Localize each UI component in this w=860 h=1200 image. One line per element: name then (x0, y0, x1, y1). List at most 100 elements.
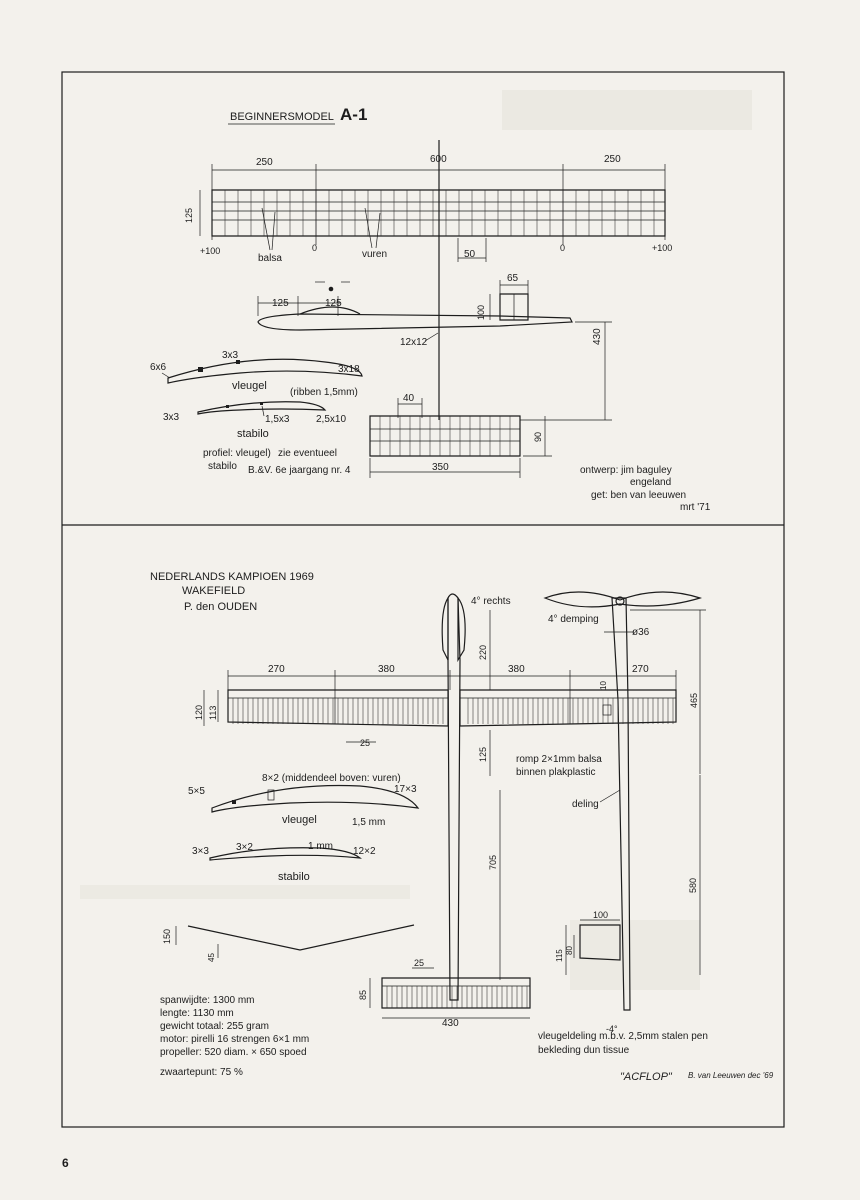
spec-label: motor (160, 1034, 186, 1045)
note-stabilo: stabilo (208, 461, 237, 472)
dim-wf-465: 465 (689, 693, 699, 708)
spec-value: : pirelli 16 strengen 6×1 mm (186, 1034, 310, 1045)
svg-text:motor: pirelli 16 strengen 6×1: motor: pirelli 16 strengen 6×1 mm (160, 1034, 309, 1045)
dim-zero-left: 0 (312, 243, 317, 253)
label-3x18: 3x18 (338, 364, 360, 375)
dim-wf-380a: 380 (378, 664, 395, 675)
dim-wf-45: 45 (207, 953, 216, 962)
spec-label: gewicht totaal (160, 1021, 221, 1032)
dim-fus-430: 430 (592, 328, 603, 345)
dim-wf-270b: 270 (632, 664, 649, 675)
a1-wing-mount (299, 306, 361, 315)
dim-zero-right: 0 (560, 243, 565, 253)
wf-fin (579, 924, 621, 961)
wakefield-title2: WAKEFIELD (182, 585, 245, 597)
label-ribben: (ribben 1,5mm) (290, 387, 358, 398)
model-name: "ACFLOP" (620, 1071, 673, 1083)
svg-text:spanwijdte: 1300 mm: spanwijdte: 1300 mm (160, 995, 255, 1006)
beginner-title: BEGINNERSMODEL (230, 111, 334, 123)
romp-line1: romp 2×1mm balsa (516, 754, 602, 765)
spec-label: lengte (160, 1008, 188, 1019)
dim-right-marker: +100 (652, 243, 672, 253)
credit-get: get: ben van leeuwen (591, 490, 686, 501)
bleed-through (80, 90, 752, 990)
dim-wf-stab-25: 25 (414, 958, 424, 968)
dim-wf-113: 113 (208, 706, 218, 720)
a1-stab-ribs (379, 416, 511, 456)
label-25x10: 2,5x10 (316, 414, 346, 425)
plan-frame (61, 71, 785, 1128)
label-15mm: 1,5 mm (352, 817, 385, 828)
label-6x6: 6x6 (150, 362, 167, 373)
svg-text:gewicht totaal: 255 gram: gewicht totaal: 255 gram (160, 1021, 269, 1032)
a1-fuselage-side (257, 313, 573, 331)
label-8x2: 8×2 (middendeel boven: vuren) (262, 773, 401, 784)
svg-text:lengte: 1130 mm: lengte: 1130 mm (160, 1008, 234, 1019)
wf-fuselage-top (447, 593, 461, 1001)
note-bekleding: bekleding dun tissue (538, 1045, 630, 1056)
label-wf-vleugel: vleugel (282, 814, 317, 826)
label-deling: deling (572, 799, 599, 810)
label-3x3a: 3x3 (222, 350, 239, 361)
dim-wing-center: 600 (430, 154, 447, 165)
dim-wf-10: 10 (599, 681, 608, 690)
dim-stab-90: 90 (533, 432, 543, 442)
label-stabilo: stabilo (237, 428, 269, 440)
wf-propeller (543, 591, 703, 608)
spec-value: : 520 diam. × 650 spoed (199, 1047, 307, 1058)
dim-wf-220: 220 (478, 645, 488, 660)
dim-wf-150: 150 (162, 929, 172, 944)
svg-text:propeller: 520 diam. × 650 spo: propeller: 520 diam. × 650 spoed (160, 1047, 307, 1058)
dim-wf-fin-100: 100 (593, 910, 608, 920)
dim-wing-right-tip: 250 (604, 154, 621, 165)
dim-wf-85: 85 (358, 990, 368, 1000)
dim-fin-65: 65 (507, 273, 519, 284)
wakefield-title3: P. den OUDEN (184, 601, 257, 613)
spec-value: : 1130 mm (187, 1008, 234, 1019)
a1-wing-profile (167, 358, 363, 384)
dim-wf-125: 125 (478, 747, 488, 762)
dim-fus-125b: 125 (325, 298, 342, 309)
spec-label: spanwijdte (160, 995, 208, 1006)
a1-wing-outline (211, 189, 666, 237)
dim-wf-120: 120 (194, 705, 204, 720)
dim-fus-125a: 125 (272, 298, 289, 309)
spec-value: : 75 % (214, 1067, 242, 1078)
dim-stab-40: 40 (403, 393, 415, 404)
a1-fin (499, 293, 529, 321)
wf-stab-ribs (386, 986, 528, 1008)
dim-fin-100: 100 (476, 305, 486, 320)
spec-label: zwaartepunt (160, 1067, 215, 1078)
a1-wing-ribs (224, 190, 655, 236)
label-rechts: 4° rechts (471, 596, 511, 607)
label-balsa: balsa (258, 253, 282, 264)
label-15x3: 1,5x3 (265, 414, 290, 425)
spec-value: : 1300 mm (207, 995, 254, 1006)
label-5x5: 5×5 (188, 786, 205, 797)
dim-wf-25: 25 (360, 738, 370, 748)
label-angle: -4° (606, 1024, 618, 1034)
svg-text:zwaartepunt: 75 %: zwaartepunt: 75 % (160, 1067, 243, 1078)
label-spar: 12x12 (400, 337, 428, 348)
credit-country: engeland (630, 477, 671, 488)
wakefield-section: NEDERLANDS KAMPIOEN 1969 WAKEFIELD P. de… (150, 571, 774, 1083)
wf-wing-ribs (232, 698, 674, 724)
wf-wing-outline (227, 689, 449, 727)
label-1mm: 1 mm (308, 841, 333, 852)
wf-stab-outline (381, 977, 531, 1009)
wf-stab-profile (209, 847, 362, 861)
label-wf-stabilo: stabilo (278, 871, 310, 883)
label-vleugel: vleugel (232, 380, 267, 392)
dim-wf-705: 705 (488, 855, 498, 870)
note-profiel: profiel: vleugel) (203, 448, 271, 459)
dim-stab-350: 350 (432, 462, 449, 473)
label-17x3: 17×3 (394, 784, 417, 795)
dim-wing-chord: 125 (184, 208, 194, 223)
label-demping: 4° demping (548, 614, 599, 625)
credit-ontwerp: ontwerp: jim baguley (580, 465, 672, 476)
dim-wf-stab-430: 430 (442, 1018, 459, 1029)
designer-signature: B. van Leeuwen dec '69 (688, 1071, 774, 1080)
beginnersmodel-section: BEGINNERSMODEL A-1 250 600 250 125 +100 … (150, 105, 711, 513)
a1-stab-outline (369, 415, 521, 457)
wf-dihedral (187, 924, 415, 951)
